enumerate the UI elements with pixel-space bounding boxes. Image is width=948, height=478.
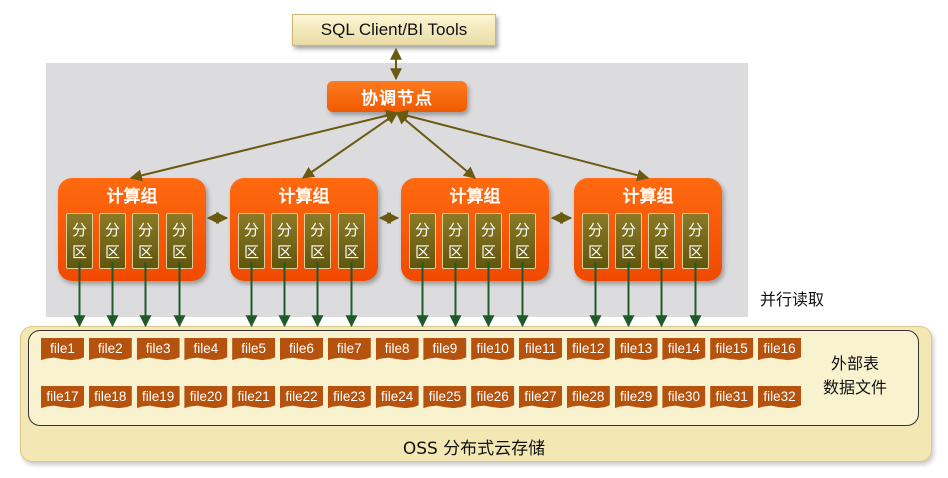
partition: 分区 (582, 213, 609, 269)
parallel-read-label: 并行读取 (760, 290, 825, 309)
partition-label-char: 分 (687, 221, 703, 239)
file-block: file22 (280, 386, 323, 409)
partition-label-char: 分 (276, 221, 292, 239)
partition-label-char: 区 (414, 243, 430, 261)
file-block: file31 (710, 386, 754, 409)
partition: 分区 (409, 213, 436, 269)
partition: 分区 (475, 213, 502, 269)
file-block: file27 (519, 386, 562, 409)
file-block: file12 (566, 338, 610, 361)
partition-label-char: 分 (104, 221, 120, 239)
file-block: file25 (423, 386, 467, 409)
partition-label-char: 区 (243, 243, 259, 261)
compute-group-title: 计算组 (622, 187, 674, 207)
file-block: file32 (758, 386, 801, 409)
partition-label-char: 区 (71, 243, 87, 261)
file-block: file1 (41, 338, 84, 361)
partition-label-char: 分 (171, 221, 187, 239)
partition-label-char: 区 (447, 243, 463, 261)
file-block: file29 (614, 386, 658, 409)
partition-label-char: 区 (480, 243, 496, 261)
coordinator-group-arrow (395, 109, 650, 182)
partition-label-char: 区 (276, 243, 292, 261)
partition: 分区 (682, 213, 709, 269)
partition: 分区 (99, 213, 126, 269)
file-block: file24 (375, 386, 419, 409)
file-block: file21 (232, 386, 276, 409)
partition: 分区 (238, 213, 265, 269)
partition: 分区 (338, 213, 365, 269)
file-block: file18 (88, 386, 132, 409)
partition-label-char: 区 (620, 243, 636, 261)
coordinator-group-arrow (129, 109, 399, 182)
partition-label-char: 区 (171, 243, 187, 261)
file-block: file20 (184, 386, 228, 409)
coordinator-node: 协调节点 (327, 81, 467, 112)
compute-group-1: 计算组分区分区分区分区 (58, 178, 206, 281)
file-block: file10 (471, 338, 515, 361)
partition-label-char: 分 (480, 221, 496, 239)
partition-label-char: 分 (514, 221, 530, 239)
partition: 分区 (271, 213, 298, 269)
partition: 分区 (166, 213, 193, 269)
file-block: file28 (566, 386, 610, 409)
sql-client-bi-tools-node: SQL Client/BI Tools (292, 14, 496, 46)
file-block: file30 (662, 386, 706, 409)
file-block: file8 (375, 338, 419, 361)
external-table-label: 外部表 (830, 354, 879, 373)
file-block: file6 (280, 338, 323, 361)
file-block: file17 (41, 386, 84, 409)
file-block: file9 (423, 338, 467, 361)
compute-group-title: 计算组 (449, 187, 501, 207)
external-table-files-label: 外部表 数据文件 (808, 352, 902, 400)
file-block: file19 (136, 386, 180, 409)
file-block: file14 (662, 338, 706, 361)
compute-group-2: 计算组分区分区分区分区 (230, 178, 378, 281)
file-block: file2 (88, 338, 132, 361)
partition-label-char: 区 (343, 243, 359, 261)
file-block: file4 (184, 338, 228, 361)
partition-label-char: 分 (343, 221, 359, 239)
partition-label-char: 区 (137, 243, 153, 261)
partition-label-char: 区 (653, 243, 669, 261)
file-block: file5 (232, 338, 276, 361)
file-block: file7 (327, 338, 371, 361)
file-block: file11 (519, 338, 562, 361)
compute-group-4: 计算组分区分区分区分区 (574, 178, 722, 281)
partition-label-char: 分 (71, 221, 87, 239)
compute-group-3: 计算组分区分区分区分区 (401, 178, 549, 281)
data-files-label: 数据文件 (822, 378, 887, 397)
partition: 分区 (648, 213, 675, 269)
partition: 分区 (509, 213, 536, 269)
coordinator-group-arrow (302, 112, 398, 179)
partition-label-char: 分 (243, 221, 259, 239)
partition: 分区 (615, 213, 642, 269)
partition-label-char: 区 (687, 243, 703, 261)
partition-label-char: 区 (587, 243, 603, 261)
partition-label-char: 分 (414, 221, 430, 239)
partition-label-char: 分 (653, 221, 669, 239)
partition-label-char: 区 (309, 243, 325, 261)
file-block: file16 (758, 338, 801, 361)
file-block: file23 (327, 386, 371, 409)
partition-label-char: 区 (514, 243, 530, 261)
partition: 分区 (442, 213, 469, 269)
partition-label-char: 区 (104, 243, 120, 261)
partition-label-char: 分 (309, 221, 325, 239)
partition: 分区 (304, 213, 331, 269)
oss-storage-label: OSS 分布式云存储 (402, 439, 546, 459)
compute-group-title: 计算组 (106, 187, 158, 207)
file-block: file15 (710, 338, 754, 361)
partition: 分区 (132, 213, 159, 269)
partition-label-char: 分 (620, 221, 636, 239)
file-block: file3 (136, 338, 180, 361)
partition-label-char: 分 (137, 221, 153, 239)
partition-label-char: 分 (447, 221, 463, 239)
file-block: file26 (471, 386, 515, 409)
file-block: file13 (614, 338, 658, 361)
partition-label-char: 分 (587, 221, 603, 239)
partition: 分区 (66, 213, 93, 269)
compute-group-title: 计算组 (278, 187, 330, 207)
